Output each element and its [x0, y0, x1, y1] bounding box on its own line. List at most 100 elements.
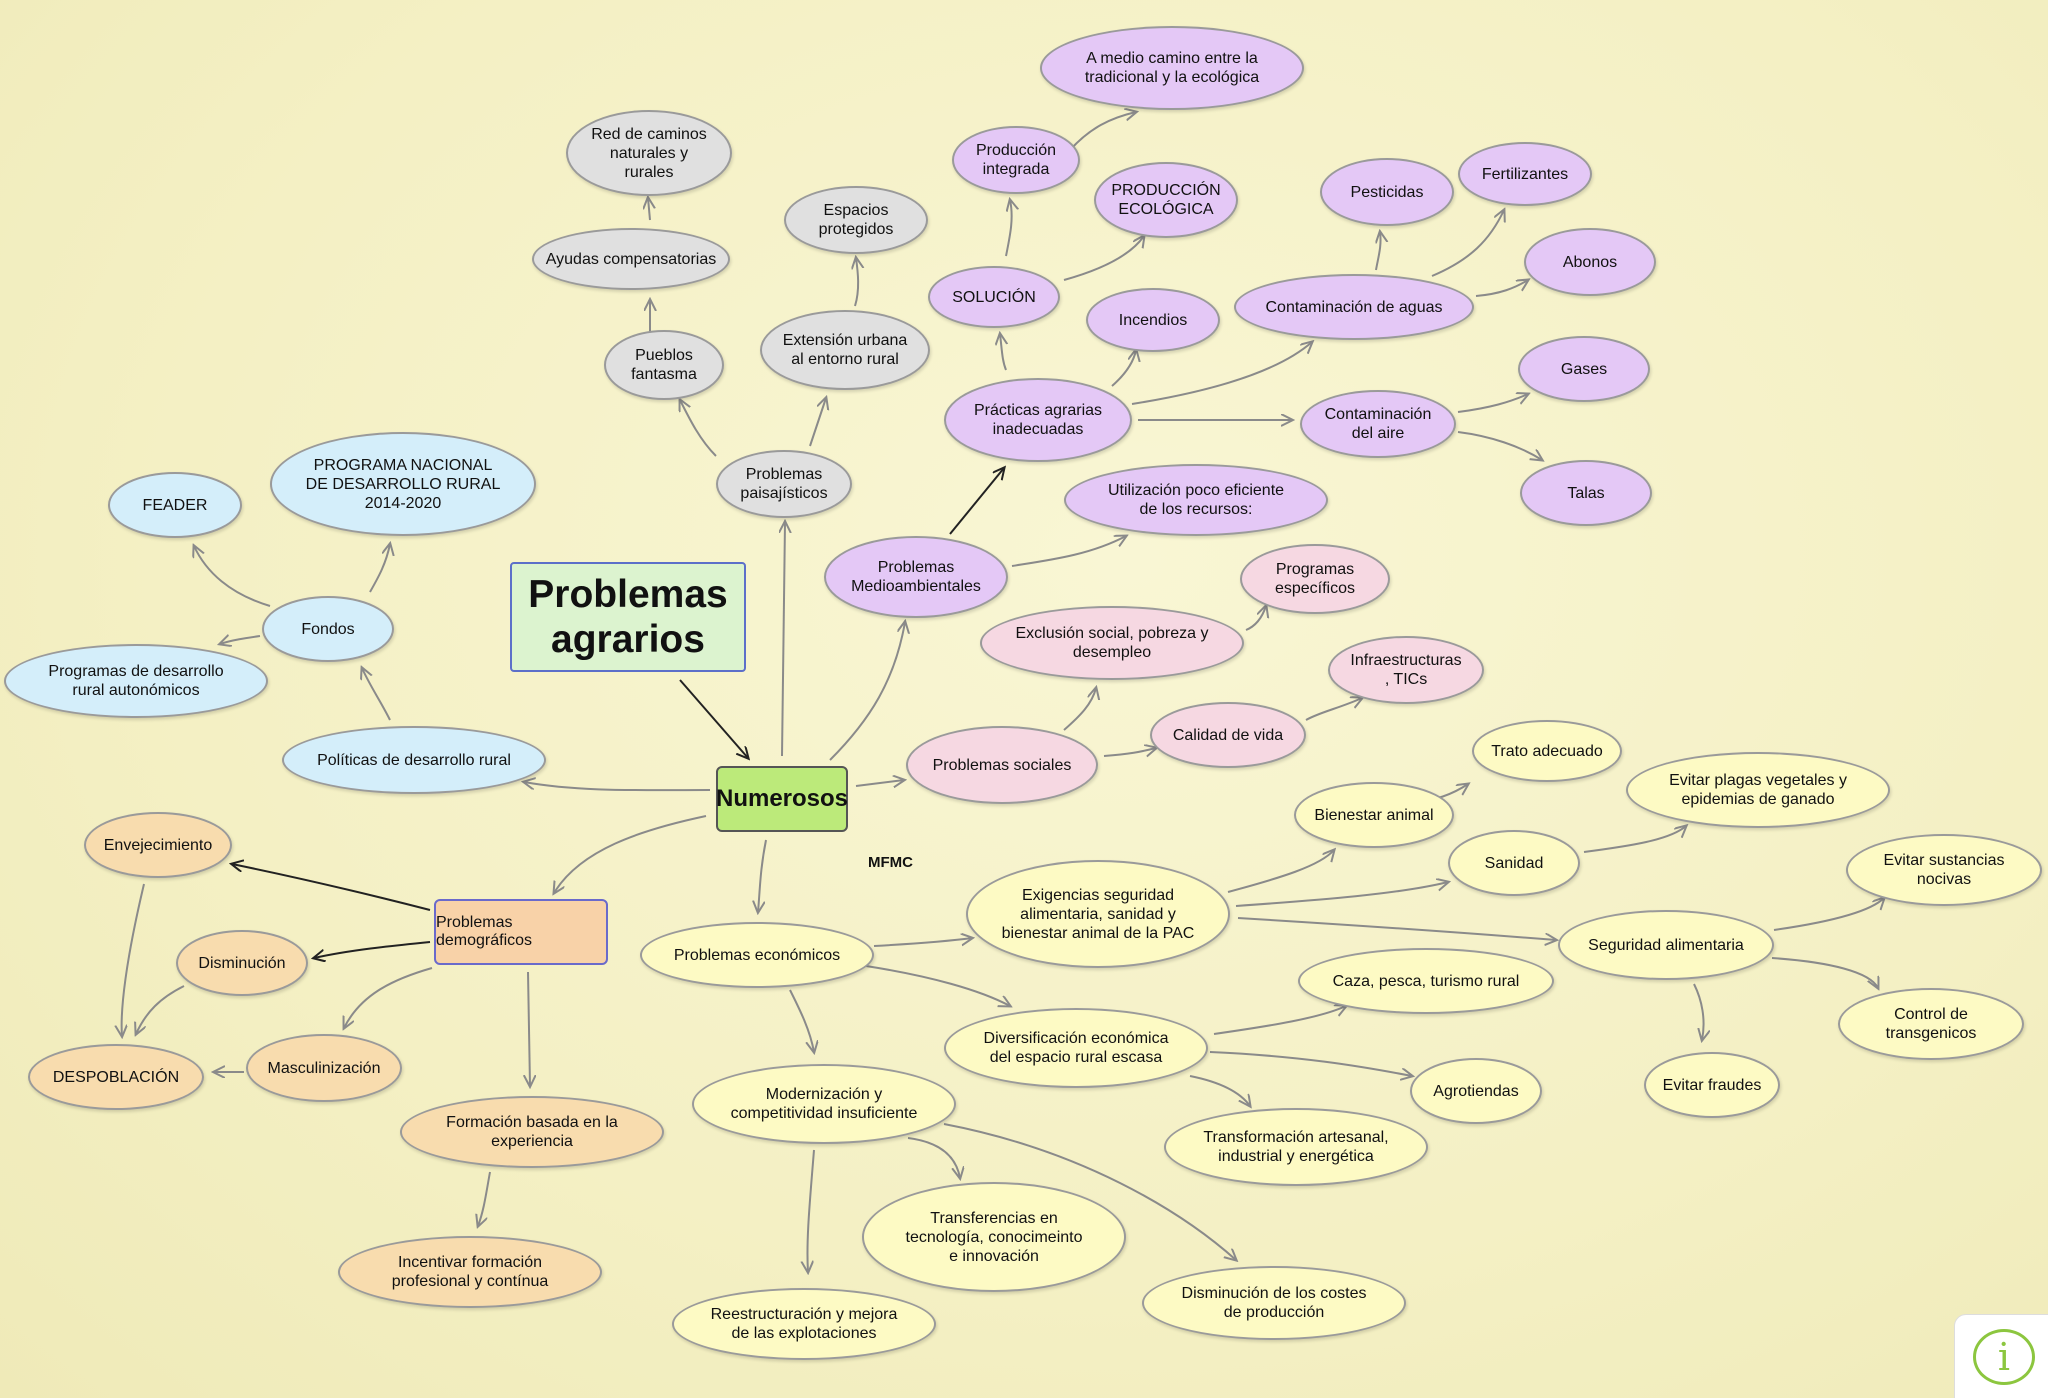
node-pesticidas[interactable]: Pesticidas: [1320, 158, 1454, 226]
node-incendios[interactable]: Incendios: [1086, 288, 1220, 352]
node-produccion-integrada[interactable]: Producción integrada: [952, 126, 1080, 194]
connector-divers-caza: [1213, 1006, 1346, 1035]
connector-divers-transformacion: [1189, 1075, 1250, 1106]
connector-ayudas-red: [648, 198, 650, 221]
node-contaminacion-aire[interactable]: Contaminación del aire: [1300, 390, 1456, 458]
node-disminucion[interactable]: Disminución: [176, 930, 308, 996]
node-envejecimiento[interactable]: Envejecimiento: [84, 812, 232, 878]
node-exigencias-seguridad[interactable]: Exigencias seguridad alimentaria, sanida…: [966, 860, 1230, 968]
connector-divers-agrotiendas: [1209, 1051, 1412, 1076]
node-seguridad-alimentaria[interactable]: Seguridad alimentaria: [1558, 910, 1774, 980]
node-control-transgenicos[interactable]: Control de transgenicos: [1838, 988, 2024, 1060]
node-abonos[interactable]: Abonos: [1524, 228, 1656, 296]
node-trato-adecuado[interactable]: Trato adecuado: [1472, 720, 1622, 782]
node-despoblacion[interactable]: DESPOBLACIÓN: [28, 1044, 204, 1110]
node-produccion-ecologica[interactable]: PRODUCCIÓN ECOLÓGICA: [1094, 162, 1238, 238]
connector-modern-reestructuracion: [807, 1149, 815, 1272]
node-pueblos-fantasma[interactable]: Pueblos fantasma: [604, 330, 724, 400]
node-practicas-agrarias[interactable]: Prácticas agrarias inadecuadas: [944, 378, 1132, 462]
connector-center-politicas: [524, 782, 711, 792]
connector-aguas-fertilizantes: [1431, 210, 1504, 277]
node-programas-autonomicos[interactable]: Programas de desarrollo rural autonómico…: [4, 644, 268, 718]
node-sanidad[interactable]: Sanidad: [1448, 830, 1580, 896]
connector-disminucion-despoblacion: [136, 985, 185, 1034]
connector-formacion-incentivar: [478, 1171, 491, 1226]
connector-sanidad-plagas: [1583, 826, 1686, 853]
connector-econ-diversificacion: [865, 965, 1010, 1006]
connector-aguas-pesticidas: [1376, 232, 1381, 271]
node-ayudas-compensatorias[interactable]: Ayudas compensatorias: [532, 228, 730, 290]
connector-center-paisajisticos: [782, 522, 785, 757]
node-evitar-plagas[interactable]: Evitar plagas vegetales y epidemias de g…: [1626, 752, 1890, 828]
connector-envejecimiento-despoblacion: [122, 883, 145, 1036]
node-modernizacion[interactable]: Modernización y competitividad insuficie…: [692, 1064, 956, 1144]
node-exclusion-social[interactable]: Exclusión social, pobreza y desempleo: [980, 606, 1244, 680]
connector-politicas-fondos: [362, 668, 391, 721]
node-espacios-protegidos[interactable]: Espacios protegidos: [784, 186, 928, 254]
node-transformacion[interactable]: Transformación artesanal, industrial y e…: [1164, 1108, 1428, 1186]
central-node[interactable]: Numerosos: [716, 766, 848, 832]
node-programa-nacional[interactable]: PROGRAMA NACIONAL DE DESARROLLO RURAL 20…: [270, 432, 536, 536]
connector-practicas-aguas: [1131, 342, 1312, 405]
node-agrotiendas[interactable]: Agrotiendas: [1410, 1058, 1542, 1124]
node-fondos[interactable]: Fondos: [262, 596, 394, 662]
connector-medio-practicas: [949, 468, 1004, 535]
connector-paisaj-extension: [809, 398, 826, 447]
node-contaminacion-aguas[interactable]: Contaminación de aguas: [1234, 274, 1474, 340]
connector-exigencias-seguridad: [1237, 917, 1556, 940]
node-extension-urbana[interactable]: Extensión urbana al entorno rural: [760, 310, 930, 390]
node-bienestar-animal[interactable]: Bienestar animal: [1294, 782, 1454, 848]
info-button[interactable]: i: [1954, 1314, 2048, 1398]
node-programas-especificos[interactable]: Programas específicos: [1240, 544, 1390, 614]
node-infraestructuras[interactable]: Infraestructuras , TICs: [1328, 636, 1484, 704]
connector-aire-gases: [1457, 394, 1528, 413]
connector-solucion-integrada: [1005, 200, 1012, 257]
connector-title-center: [679, 679, 748, 758]
connector-demog-masculinizacion: [344, 967, 433, 1028]
node-masculinizacion[interactable]: Masculinización: [246, 1034, 402, 1102]
node-politicas-desarrollo-rural[interactable]: Políticas de desarrollo rural: [282, 726, 546, 794]
connector-seguridad-sustancias: [1773, 898, 1884, 931]
node-incentivar-formacion[interactable]: Incentivar formación profesional y contí…: [338, 1236, 602, 1308]
connector-practicas-incendios: [1111, 350, 1136, 387]
connector-paisaj-pueblos: [680, 400, 717, 457]
node-feader[interactable]: FEADER: [108, 472, 242, 538]
connector-center-demograficos: [554, 815, 707, 893]
node-evitar-fraudes[interactable]: Evitar fraudes: [1644, 1052, 1780, 1118]
connector-center-economicos: [758, 839, 767, 912]
node-reestructuracion[interactable]: Reestructuración y mejora de las explota…: [672, 1288, 936, 1360]
connector-fondos-autonomicos: [220, 636, 261, 644]
node-calidad-vida[interactable]: Calidad de vida: [1150, 702, 1306, 768]
node-problemas-paisajisticos[interactable]: Problemas paisajísticos: [716, 450, 852, 518]
connector-seguridad-fraudes: [1693, 983, 1704, 1040]
connector-fondos-feader: [194, 546, 271, 607]
node-solucion[interactable]: SOLUCIÓN: [928, 266, 1060, 328]
connector-calidad-infra: [1305, 698, 1362, 721]
connector-econ-modernizacion: [789, 989, 814, 1052]
connector-modern-costes: [943, 1123, 1236, 1260]
connector-exclusion-programas: [1245, 606, 1266, 631]
node-caza-pesca[interactable]: Caza, pesca, turismo rural: [1298, 948, 1554, 1014]
node-problemas-sociales[interactable]: Problemas sociales: [906, 726, 1098, 804]
node-problemas-medioambientales[interactable]: Problemas Medioambientales: [824, 536, 1008, 618]
node-fertilizantes[interactable]: Fertilizantes: [1458, 142, 1592, 206]
node-problemas-demograficos[interactable]: Problemas demográficos: [434, 899, 608, 965]
connector-extension-espacios: [855, 258, 858, 307]
connector-econ-exigencias: [873, 938, 972, 947]
node-disminucion-costes[interactable]: Disminución de los costes de producción: [1142, 1266, 1406, 1340]
node-formacion-experiencia[interactable]: Formación basada en la experiencia: [400, 1096, 664, 1168]
connector-demog-formacion: [528, 971, 530, 1086]
node-red-caminos[interactable]: Red de caminos naturales y rurales: [566, 110, 732, 196]
node-problemas-economicos[interactable]: Problemas económicos: [640, 922, 874, 988]
connector-solucion-ecologica: [1063, 236, 1144, 281]
node-talas[interactable]: Talas: [1520, 460, 1652, 526]
connector-sociales-calidad: [1103, 748, 1156, 756]
node-utilizacion-recursos[interactable]: Utilización poco eficiente de los recurs…: [1064, 464, 1328, 536]
node-diversificacion[interactable]: Diversificación económica del espacio ru…: [944, 1008, 1208, 1088]
node-gases[interactable]: Gases: [1518, 336, 1650, 402]
node-transferencias[interactable]: Transferencias en tecnología, conocimein…: [862, 1182, 1126, 1292]
node-evitar-sustancias[interactable]: Evitar sustancias nocivas: [1846, 834, 2042, 906]
node-medio-camino[interactable]: A medio camino entre la tradicional y la…: [1040, 26, 1304, 110]
